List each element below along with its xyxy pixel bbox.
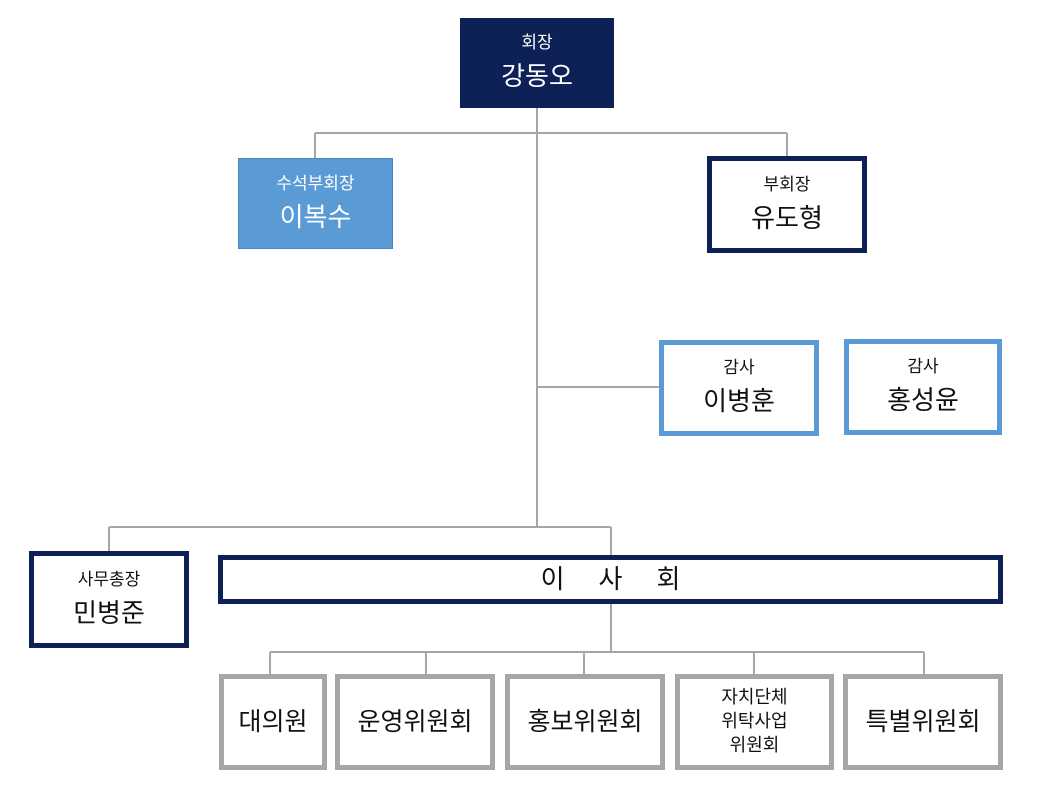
committee-box-publicity: 홍보위원회 [505,674,665,770]
vp-role: 부회장 [763,174,811,195]
board-label: 이사회 [540,564,715,595]
committee-label-line-1: 자치단체 [721,687,788,708]
president-box: 회장 강동오 [460,18,614,108]
secretary-general-name: 민병준 [73,598,145,629]
auditor-2-name: 홍성윤 [887,386,959,416]
committee-label: 대의원 [238,707,308,736]
board-box: 이사회 [218,555,1003,604]
committee-label: 특별위원회 [865,707,981,736]
committee-box-special: 특별위원회 [843,674,1003,770]
vp-box: 부회장 유도형 [707,156,867,253]
auditor-box-2: 감사 홍성윤 [844,339,1002,435]
committee-label-line-3: 위원회 [729,735,780,756]
senior-vp-name: 이복수 [279,202,352,233]
committee-box-delegates: 대의원 [219,674,327,770]
auditor-2-role: 감사 [907,357,939,377]
auditor-box-1: 감사 이병훈 [659,340,819,436]
secretary-general-box: 사무총장 민병준 [29,551,189,648]
committee-box-operations: 운영위원회 [335,674,495,770]
committee-label: 홍보위원회 [527,707,643,736]
secretary-general-role: 사무총장 [77,569,141,590]
vp-name: 유도형 [751,203,823,234]
president-name: 강동오 [501,62,573,92]
auditor-1-name: 이병훈 [703,387,775,417]
senior-vp-role: 수석부회장 [276,173,355,194]
president-role: 회장 [521,33,553,53]
senior-vp-box: 수석부회장 이복수 [238,158,393,249]
committee-box-local-government: 자치단체 위탁사업 위원회 [675,674,834,770]
auditor-1-role: 감사 [723,358,755,378]
committee-label-line-2: 위탁사업 [721,711,788,732]
committee-label: 운영위원회 [357,707,473,736]
